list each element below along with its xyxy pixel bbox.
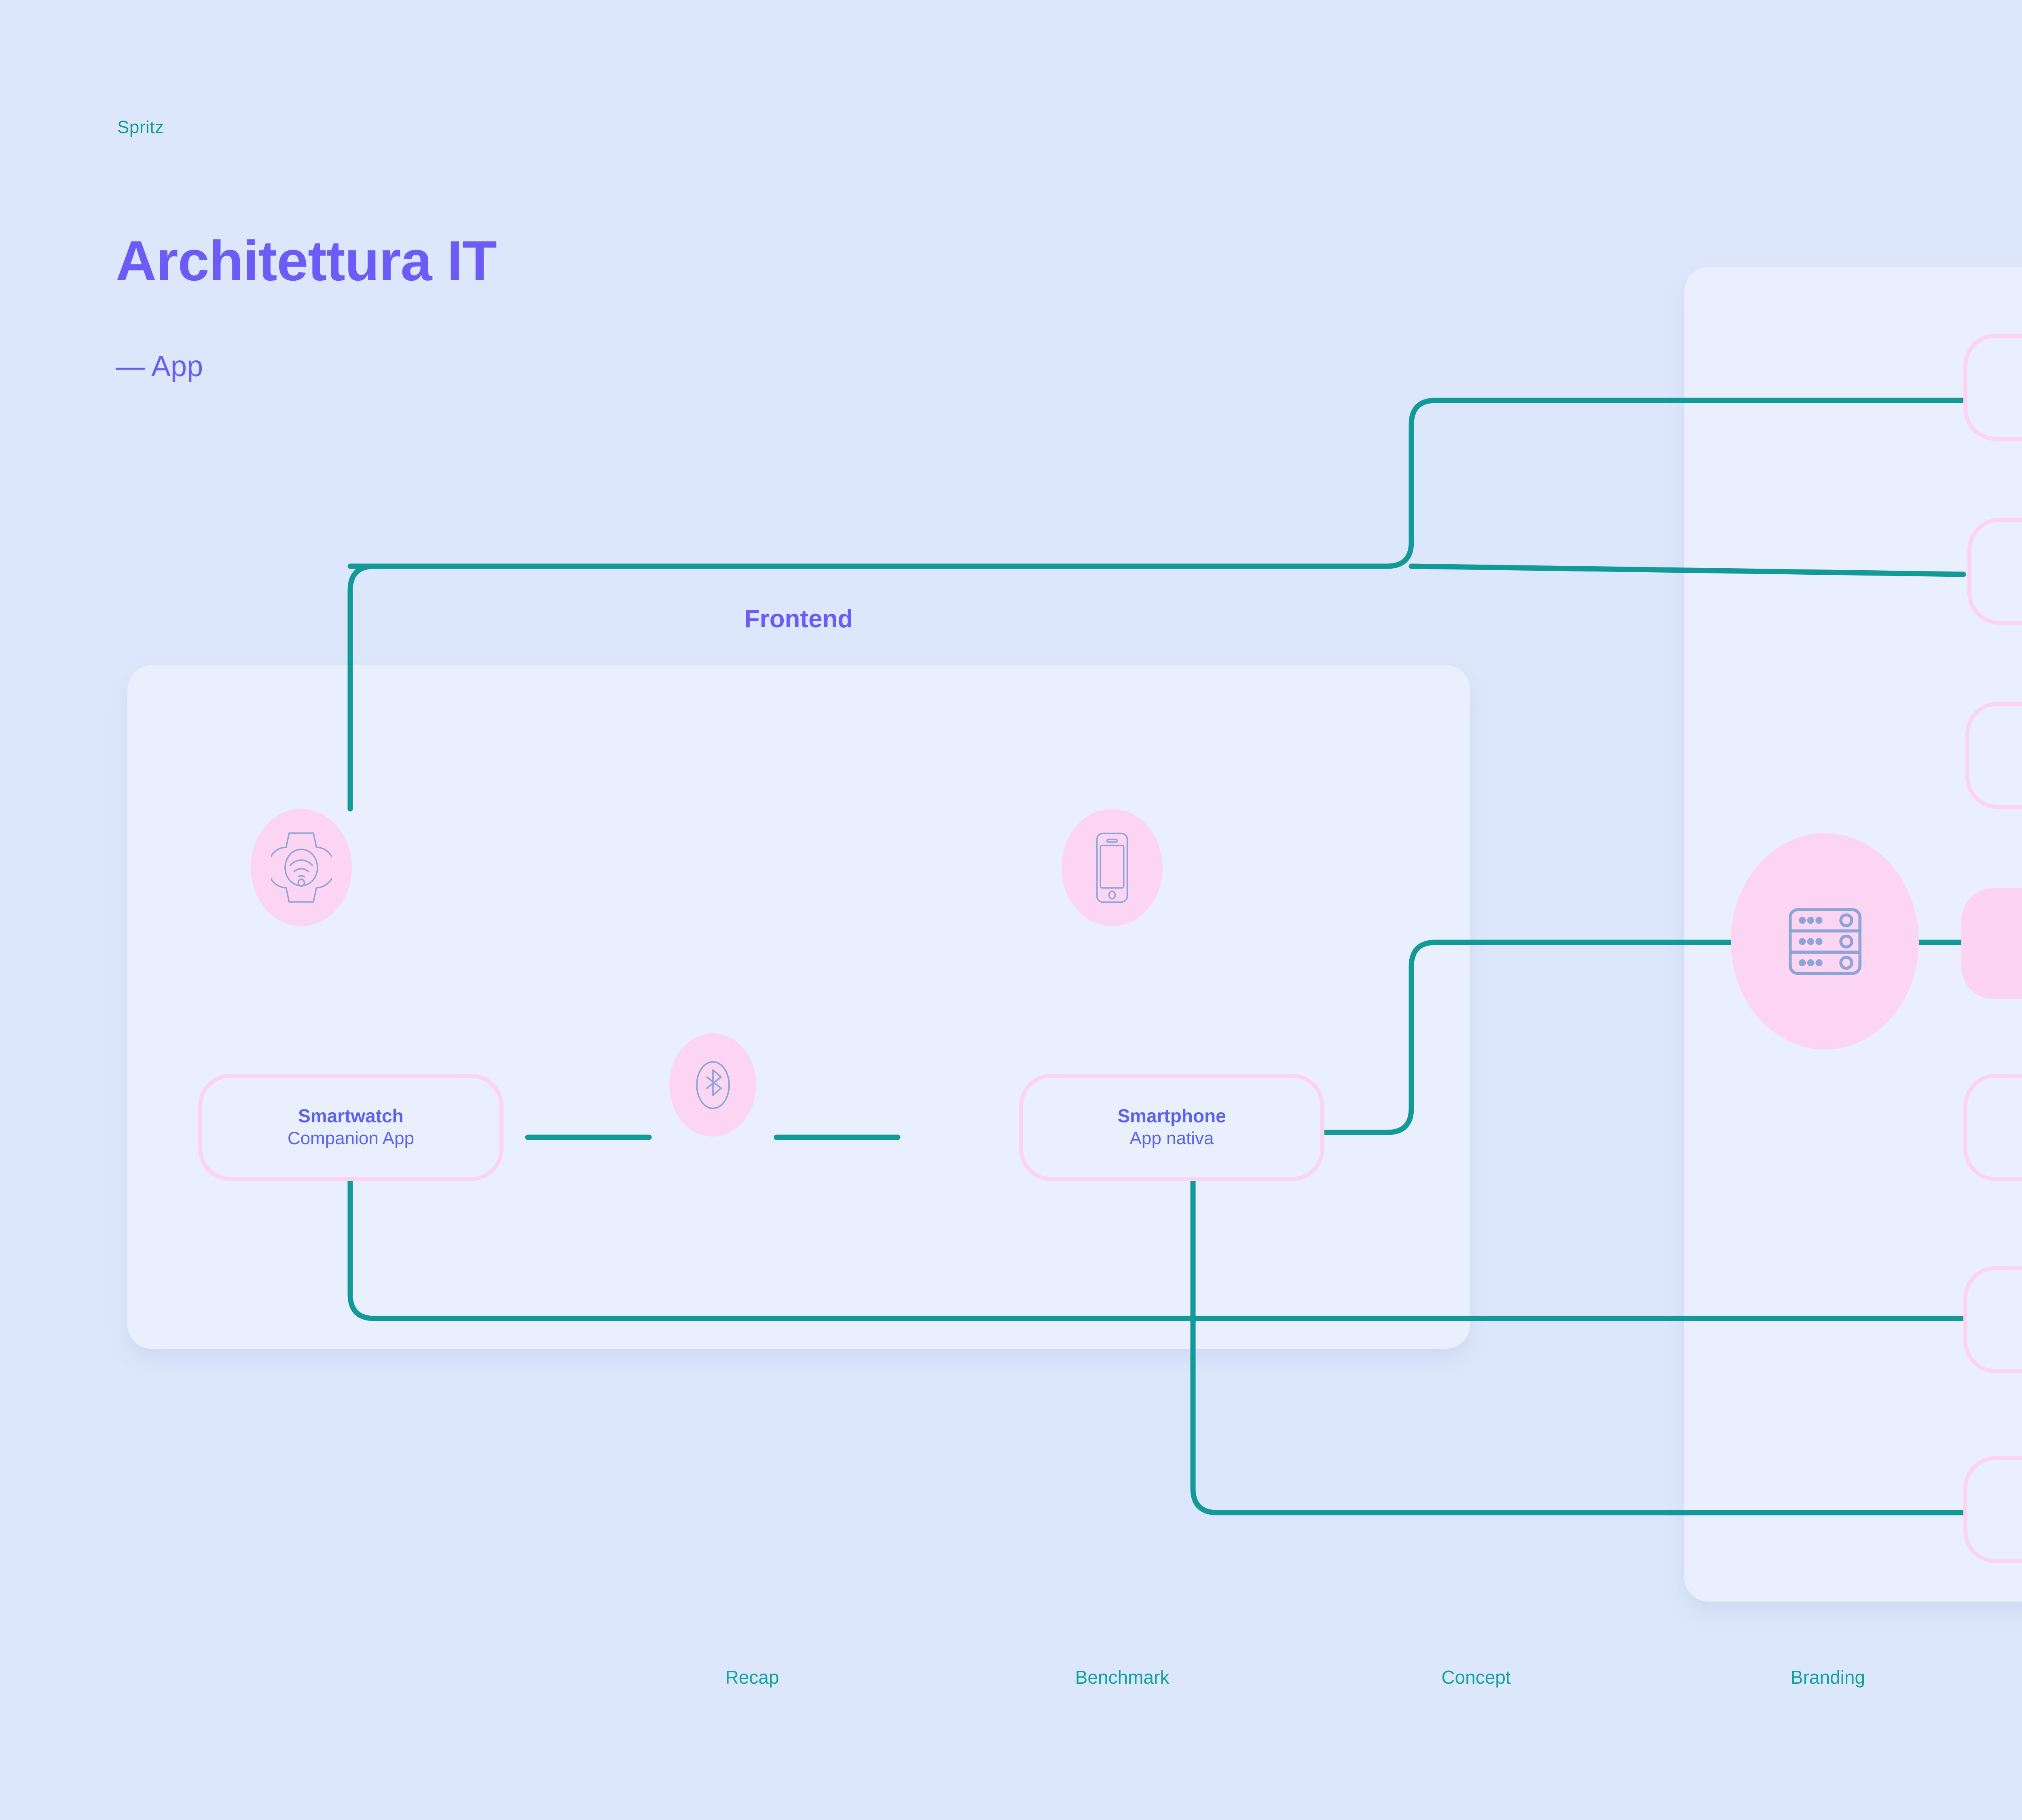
node-aws-sns[interactable]: AWS SNS Signaler [1963, 1266, 2022, 1373]
nav-item-benchmark[interactable]: Benchmark [1075, 1667, 1170, 1688]
frontend-panel-title: Frontend [744, 605, 853, 633]
node-app-server[interactable]: App server [1961, 888, 2022, 999]
page-title: Architettura IT [116, 229, 497, 292]
node-aws-cognito[interactable]: AWS Cognito Identity provider [1963, 1074, 2022, 1181]
node-aws-lex[interactable]: AWS Lex IA conversazionale [1967, 518, 2022, 625]
bottom-nav: Recap Benchmark Concept Branding Servizi… [0, 1666, 2022, 1715]
smartwatch-icon [251, 809, 352, 926]
nav-item-branding[interactable]: Branding [1790, 1667, 1865, 1688]
page-subtitle: — App [116, 350, 203, 383]
node-aws-lambda[interactable]: AWS Lambda Serverless functions [1965, 702, 2022, 809]
nav-item-recap[interactable]: Recap [725, 1667, 779, 1688]
node-title: Smartwatch [298, 1105, 404, 1127]
node-subtitle: App nativa [1129, 1128, 1214, 1148]
bluetooth-icon [669, 1033, 756, 1136]
node-spotify-api[interactable]: Spotify API [1963, 1456, 2022, 1563]
frontend-panel [127, 665, 1470, 1349]
node-subtitle: Companion App [287, 1128, 415, 1148]
smartphone-icon [1062, 809, 1163, 926]
server-rack-icon [1731, 833, 1919, 1050]
brand-label: Spritz [117, 117, 164, 137]
nav-item-concept[interactable]: Concept [1441, 1667, 1511, 1688]
node-smartphone[interactable]: Smartphone App nativa [1019, 1074, 1324, 1181]
node-smartwatch[interactable]: Smartwatch Companion App [198, 1074, 503, 1181]
node-aws-s3-bucket[interactable]: AWS S3 Bucket Hosting [1963, 334, 2022, 441]
node-title: Smartphone [1117, 1105, 1226, 1127]
